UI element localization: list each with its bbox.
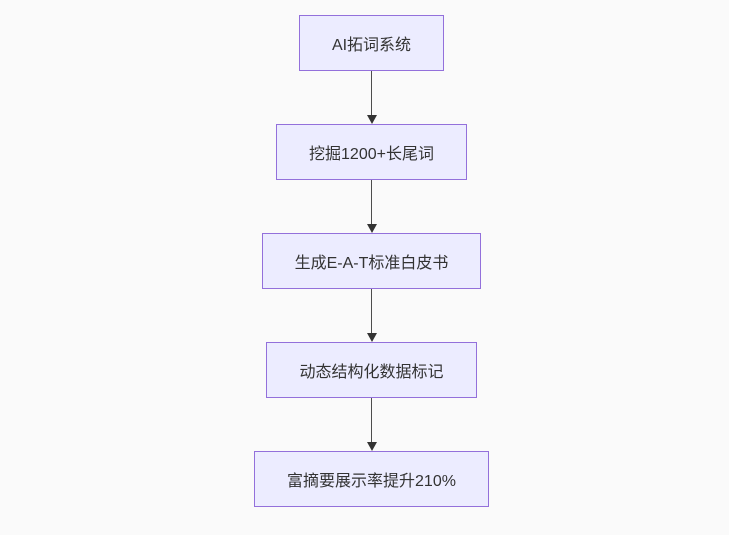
flowchart-node-step-3: 生成E-A-T标准白皮书 (261, 233, 482, 289)
arrowhead-icon (366, 442, 377, 451)
node-label: 富摘要展示率提升210% (287, 473, 456, 490)
flowchart-node-step-2: 挖掘1200+长尾词 (276, 124, 467, 180)
flowchart-node-step-1: AI拓词系统 (298, 15, 445, 71)
edge-line (371, 71, 372, 115)
node-label: 挖掘1200+长尾词 (309, 146, 434, 163)
node-label: 生成E-A-T标准白皮书 (294, 255, 449, 272)
node-label: AI拓词系统 (331, 37, 412, 54)
flow-edge-4-5 (366, 398, 377, 451)
flowchart: AI拓词系统 挖掘1200+长尾词 生成E-A-T标准白皮书 动态结构化数据标记… (14, 0, 729, 507)
edge-line (371, 289, 372, 333)
flowchart-node-step-5: 富摘要展示率提升210% (254, 451, 489, 507)
flowchart-node-step-4: 动态结构化数据标记 (266, 342, 477, 398)
flow-edge-2-3 (366, 180, 377, 233)
edge-line (371, 180, 372, 224)
arrowhead-icon (366, 224, 377, 233)
flow-edge-1-2 (366, 71, 377, 124)
node-label: 动态结构化数据标记 (299, 364, 444, 381)
arrowhead-icon (366, 333, 377, 342)
flow-edge-3-4 (366, 289, 377, 342)
edge-line (371, 398, 372, 442)
arrowhead-icon (366, 115, 377, 124)
